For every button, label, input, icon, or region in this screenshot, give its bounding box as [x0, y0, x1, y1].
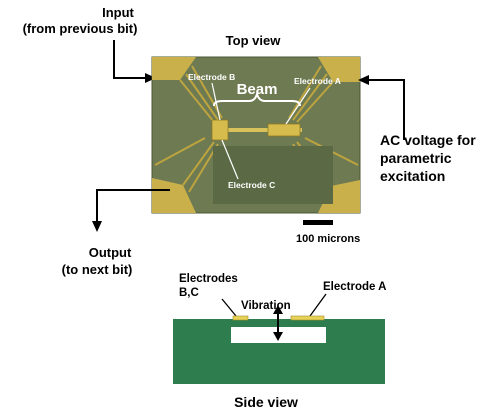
gold-pad: [152, 57, 196, 80]
ac-voltage-arrow: [358, 75, 405, 140]
vibration-arrow: [273, 305, 283, 341]
electrode-a-pad: [267, 123, 301, 137]
electrode-c-pointer: [221, 139, 239, 180]
input-sublabel: (from previous bit): [23, 21, 138, 36]
chip-micrograph: [151, 56, 361, 214]
release-area: [213, 146, 333, 204]
input-arrow: [113, 40, 156, 83]
ac-voltage-label-line3: excitation: [380, 168, 445, 184]
vibration-label: Vibration: [241, 300, 291, 312]
side-electrode-a: [290, 315, 325, 321]
scale-bar: [303, 220, 333, 225]
electrode-a-label: Electrode A: [294, 76, 341, 86]
side-electrode-a-pointer: [309, 293, 327, 317]
beam-structure: [212, 128, 302, 132]
side-electrodes-label: Electrodes: [179, 273, 238, 285]
scale-bar-label: 100 microns: [296, 233, 360, 245]
side-electrode-bc: [232, 315, 249, 321]
electrode-c-label: Electrode C: [228, 180, 275, 190]
electrode-b-label: Electrode B: [188, 72, 235, 82]
output-sublabel: (to next bit): [62, 262, 133, 277]
beam-brace: [213, 90, 301, 107]
top-view-title: Top view: [226, 33, 282, 48]
electrode-b-pointer: [211, 82, 221, 121]
ac-voltage-label-line2: parametric: [380, 150, 452, 166]
output-arrow: [92, 189, 170, 232]
side-electrodes-sublabel: B,C: [179, 287, 199, 299]
gold-pad: [318, 57, 360, 82]
side-view-title: Side view: [234, 394, 298, 410]
side-electrode-a-label: Electrode A: [323, 281, 386, 293]
output-label: Output: [89, 245, 132, 260]
ac-voltage-label: AC voltage for: [380, 132, 476, 148]
input-label: Input: [102, 5, 134, 20]
electrode-a-pointer: [285, 87, 311, 125]
gold-pad: [152, 178, 196, 213]
gold-traces: [154, 65, 359, 194]
electrode-b-pad: [211, 119, 229, 141]
gold-pad: [318, 180, 360, 213]
side-electrodes-pointer: [221, 298, 237, 317]
beam-label: Beam: [237, 81, 278, 98]
